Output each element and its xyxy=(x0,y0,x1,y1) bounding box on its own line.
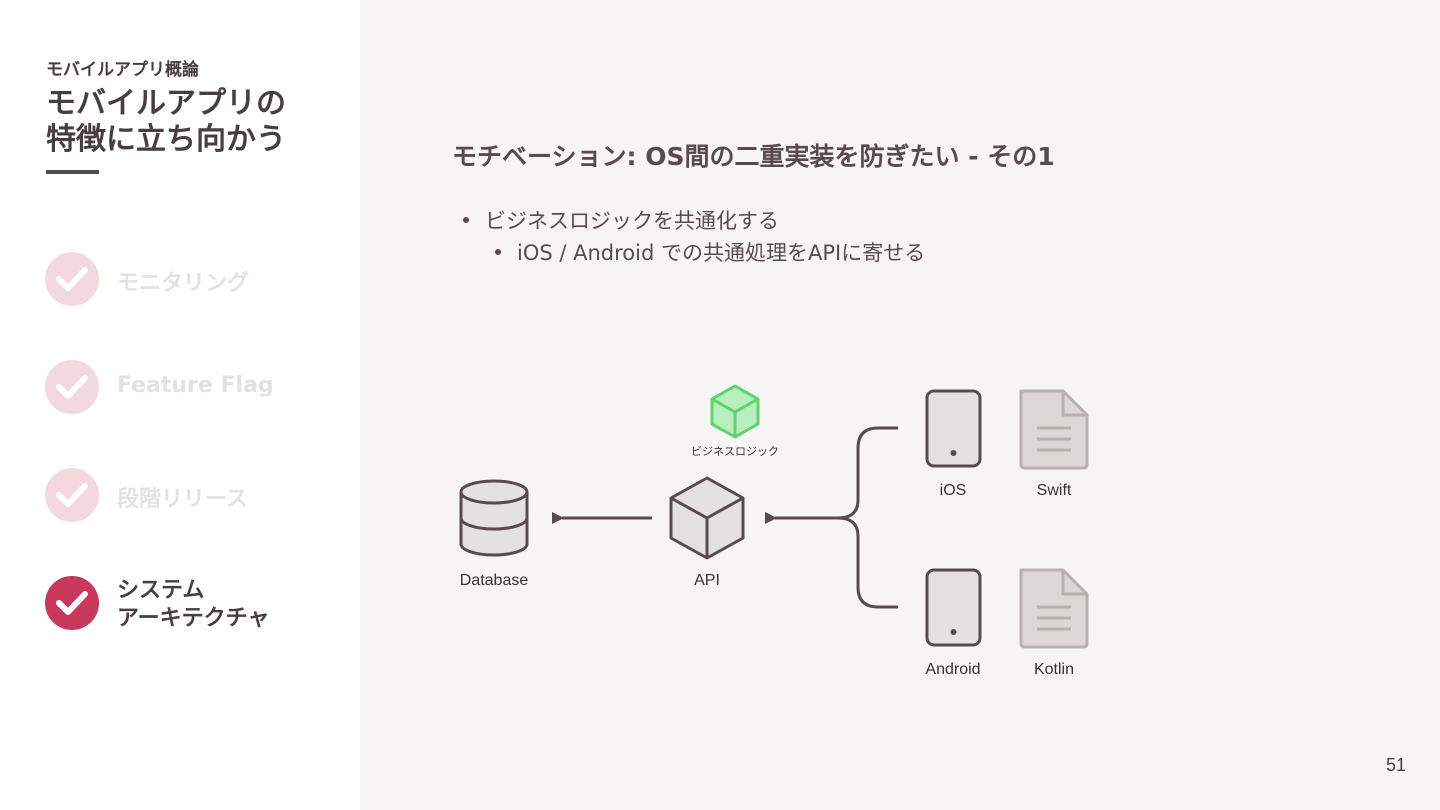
page-number: 51 xyxy=(1385,755,1406,775)
nav-item-system-architecture[interactable]: システム アーキテクチャ xyxy=(45,576,345,632)
api-cube-icon xyxy=(669,476,745,560)
nav-item-feature-flag[interactable]: Feature Flag xyxy=(45,360,345,416)
nav-item-label: モニタリング xyxy=(117,271,250,296)
sidebar: モバイルアプリ概論 モバイルアプリの 特徴に立ち向かう モニタリング Featu… xyxy=(0,0,360,810)
bullet-item: ビジネスロジックを共通化する xyxy=(463,205,779,235)
nav-item-label-line-1: システム xyxy=(117,578,205,603)
android-phone-icon xyxy=(925,568,982,647)
kotlin-label: Kotlin xyxy=(1034,661,1074,678)
business-logic-cube-icon xyxy=(710,384,760,439)
database-label: Database xyxy=(460,572,529,589)
course-title: モバイルアプリ概論 xyxy=(46,60,199,80)
section-title-line-1: モバイルアプリの xyxy=(46,86,286,121)
swift-label: Swift xyxy=(1037,482,1072,499)
bracket-android-branch xyxy=(837,516,898,609)
slide-heading: モチベーション: OS間の二重実装を防ぎたい - その1 xyxy=(452,142,1055,171)
database-icon xyxy=(459,479,529,557)
kotlin-document-icon xyxy=(1019,568,1089,649)
android-label: Android xyxy=(925,661,980,678)
check-circle-icon xyxy=(45,360,99,414)
check-circle-icon xyxy=(45,252,99,306)
section-title: モバイルアプリの 特徴に立ち向かう xyxy=(46,86,286,158)
check-circle-icon xyxy=(45,468,99,522)
business-logic-label: ビジネスロジック xyxy=(691,445,779,458)
section-title-line-2: 特徴に立ち向かう xyxy=(46,122,286,157)
title-underline xyxy=(46,170,99,174)
nav-item-label: 段階リリース xyxy=(117,487,248,512)
nav-item-monitoring[interactable]: モニタリング xyxy=(45,252,345,308)
ios-phone-icon xyxy=(925,389,982,468)
arrow-clients-to-api xyxy=(765,426,898,524)
nav-item-staged-release[interactable]: 段階リリース xyxy=(45,468,345,524)
api-label: API xyxy=(694,572,720,589)
sub-bullet-item: iOS / Android での共通処理をAPIに寄せる xyxy=(494,237,925,267)
ios-label: iOS xyxy=(940,482,967,499)
nav-item-label: Feature Flag xyxy=(117,373,274,398)
check-circle-icon xyxy=(45,576,99,630)
swift-document-icon xyxy=(1019,389,1089,470)
nav-item-label: システム アーキテクチャ xyxy=(117,577,269,633)
nav-item-label-line-2: アーキテクチャ xyxy=(117,606,270,631)
